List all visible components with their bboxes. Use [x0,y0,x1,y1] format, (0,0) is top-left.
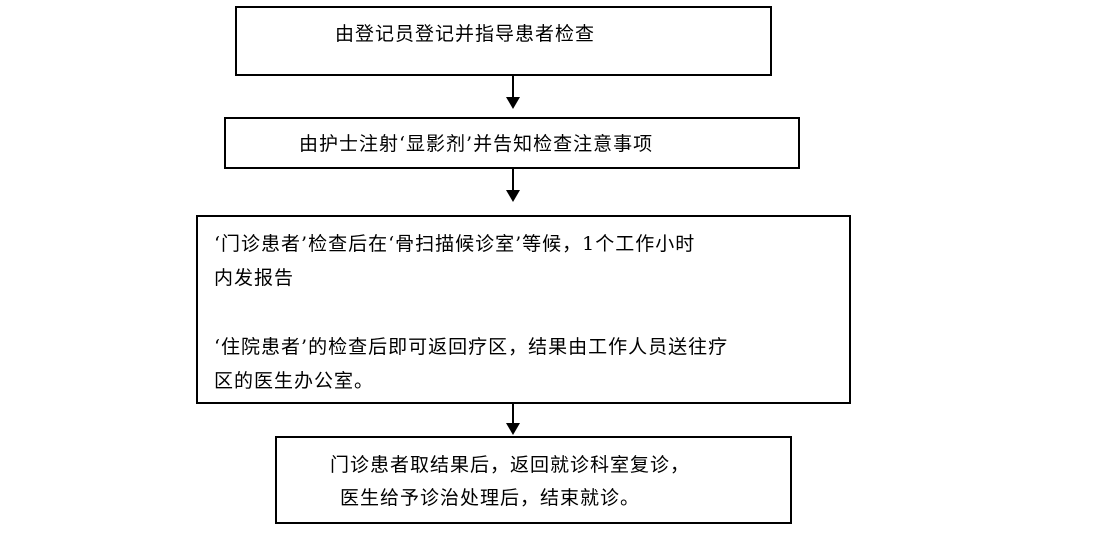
flow-step-3-outpatient-line-2: 内发报告 [214,267,295,289]
connector-line-2 [512,169,514,191]
connector-line-1 [512,76,514,98]
flow-step-1-text: 由登记员登记并指导患者检查 [335,23,596,45]
arrow-down-icon [506,423,520,435]
flow-step-3-inpatient-line-1: ‘住院患者’的检查后即可返回疗区，结果由工作人员送往疗 [214,336,729,358]
flow-step-2-box [224,117,800,169]
connector-line-3 [512,404,514,424]
flow-step-3-inpatient-line-2: 区的医生办公室。 [214,370,375,392]
flow-step-3-box [196,215,851,404]
flow-step-3-outpatient-line-1: ‘门诊患者’检查后在‘骨扫描候诊室’等候，1个工作小时 [214,233,696,255]
flow-step-4-line-2: 医生给予诊治处理后，结束就诊。 [340,487,641,509]
flow-step-4-box [275,436,792,524]
flow-step-1-box [235,6,772,76]
flow-step-4-line-1: 门诊患者取结果后，返回就诊科室复诊， [330,454,691,476]
flow-step-2-text: 由护士注射‘显影剂’并告知检查注意事项 [299,133,654,155]
arrow-down-icon [506,97,520,109]
arrow-down-icon [506,190,520,202]
